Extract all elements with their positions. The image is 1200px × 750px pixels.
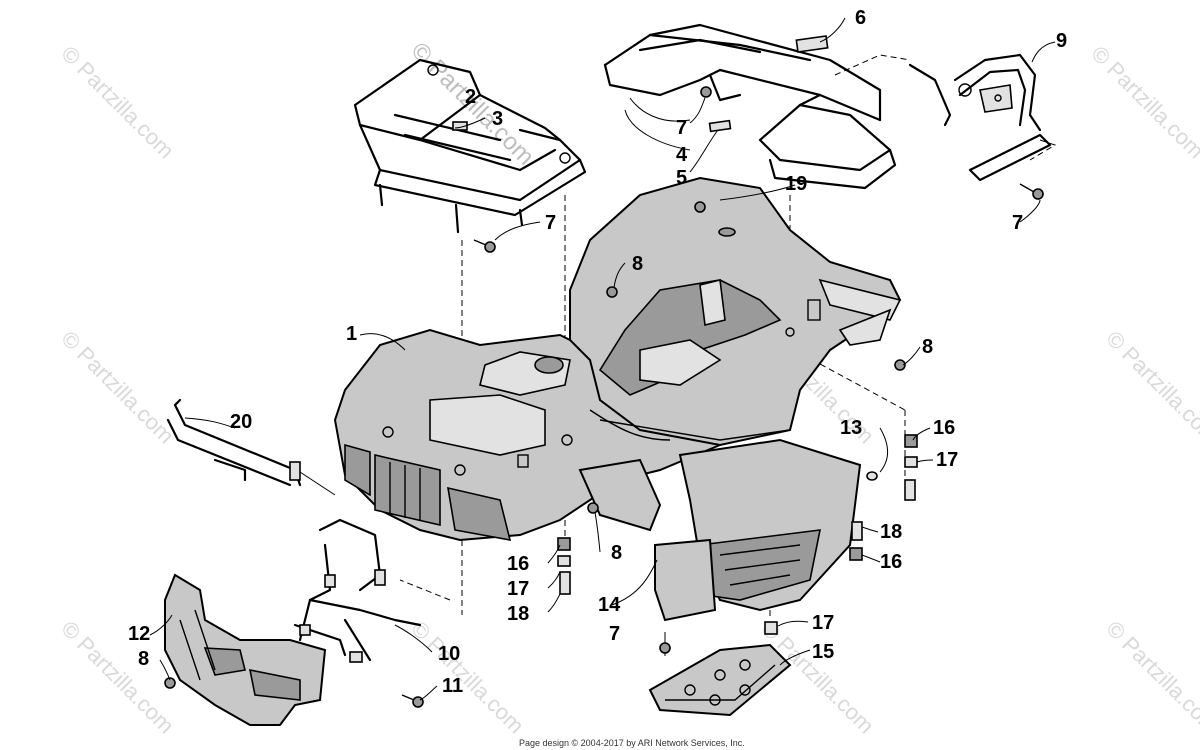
callout-2: 2 [465, 86, 476, 108]
bolt-icon [587, 502, 599, 514]
bolt-icon [700, 86, 712, 98]
watermark: © Partzilla.com [1101, 326, 1200, 449]
callout-numbers: 1 2 3 4 5 6 7 7 7 7 8 8 8 8 9 10 11 12 1… [128, 7, 1067, 697]
callout-6: 6 [855, 7, 866, 29]
callout-9: 9 [1056, 30, 1067, 52]
brace-20 [166, 398, 336, 496]
skid-plate [648, 643, 792, 717]
callout-8-bumper: 8 [138, 648, 149, 670]
bolt-icon [1019, 183, 1044, 200]
front-rack [353, 58, 587, 234]
bolt-icon [606, 286, 618, 298]
callout-8-rear-body: 8 [632, 253, 643, 275]
callout-11: 11 [442, 675, 463, 697]
callout-3: 3 [492, 108, 503, 130]
callout-8-fender: 8 [611, 542, 622, 564]
rear-bumper [908, 53, 1052, 182]
front-bumper-frame [293, 518, 422, 663]
callout-12: 12 [128, 623, 150, 645]
callout-17-right: 17 [936, 449, 958, 471]
bolt-icon [894, 359, 906, 371]
rear-rack [603, 23, 897, 190]
bolt-icon [401, 694, 424, 708]
callout-7-rear-rack: 7 [676, 117, 687, 139]
watermark: © Partzilla.com [1101, 616, 1200, 739]
bolt-icon [659, 642, 671, 654]
callout-8-right: 8 [922, 336, 933, 358]
callout-17-lower: 17 [812, 612, 834, 634]
leader-lines [149, 17, 1056, 701]
footer-copyright: Page design © 2004-2017 by ARI Network S… [519, 738, 745, 748]
callout-16-left: 16 [507, 553, 529, 575]
bolt-icon [164, 677, 176, 689]
watermark: © Partzilla.com [1086, 41, 1200, 164]
callout-19: 19 [785, 173, 807, 195]
screw-icon [904, 479, 916, 501]
fasteners [164, 86, 1044, 708]
callout-7-rear-bumper: 7 [1012, 212, 1023, 234]
callout-14: 14 [598, 594, 621, 616]
watermark: © Partzilla.com [406, 616, 529, 739]
callout-16-lower: 16 [880, 551, 902, 573]
rear-body [569, 176, 902, 622]
callout-7-front-rack: 7 [545, 212, 556, 234]
grommet-icon [764, 621, 778, 635]
callout-17-left: 17 [507, 578, 529, 600]
bolt-icon [473, 239, 496, 253]
callout-20: 20 [230, 411, 252, 433]
callout-7-skid-plate: 7 [609, 623, 620, 645]
callout-16-right: 16 [933, 417, 955, 439]
watermark: © Partzilla.com [56, 326, 179, 449]
front-bumper-guard [164, 573, 327, 726]
callout-18-left: 18 [507, 603, 529, 625]
screw-icon [851, 521, 863, 541]
grommet-icon [557, 555, 571, 567]
grommet-icon [849, 547, 863, 561]
callout-1: 1 [346, 323, 357, 345]
watermark: © Partzilla.com [56, 41, 179, 164]
bolt-icon [694, 201, 706, 213]
washer-icon [866, 471, 878, 481]
callout-5: 5 [676, 167, 687, 189]
callout-18-right: 18 [880, 521, 902, 543]
screw-icon [559, 571, 571, 595]
callout-10: 10 [438, 643, 460, 665]
grommet-icon [557, 537, 571, 551]
grommet-icon [904, 456, 918, 468]
callout-15: 15 [812, 641, 834, 663]
callout-13: 13 [840, 417, 862, 439]
callout-4: 4 [676, 144, 688, 166]
watermark: © Partzilla.com [56, 616, 179, 739]
